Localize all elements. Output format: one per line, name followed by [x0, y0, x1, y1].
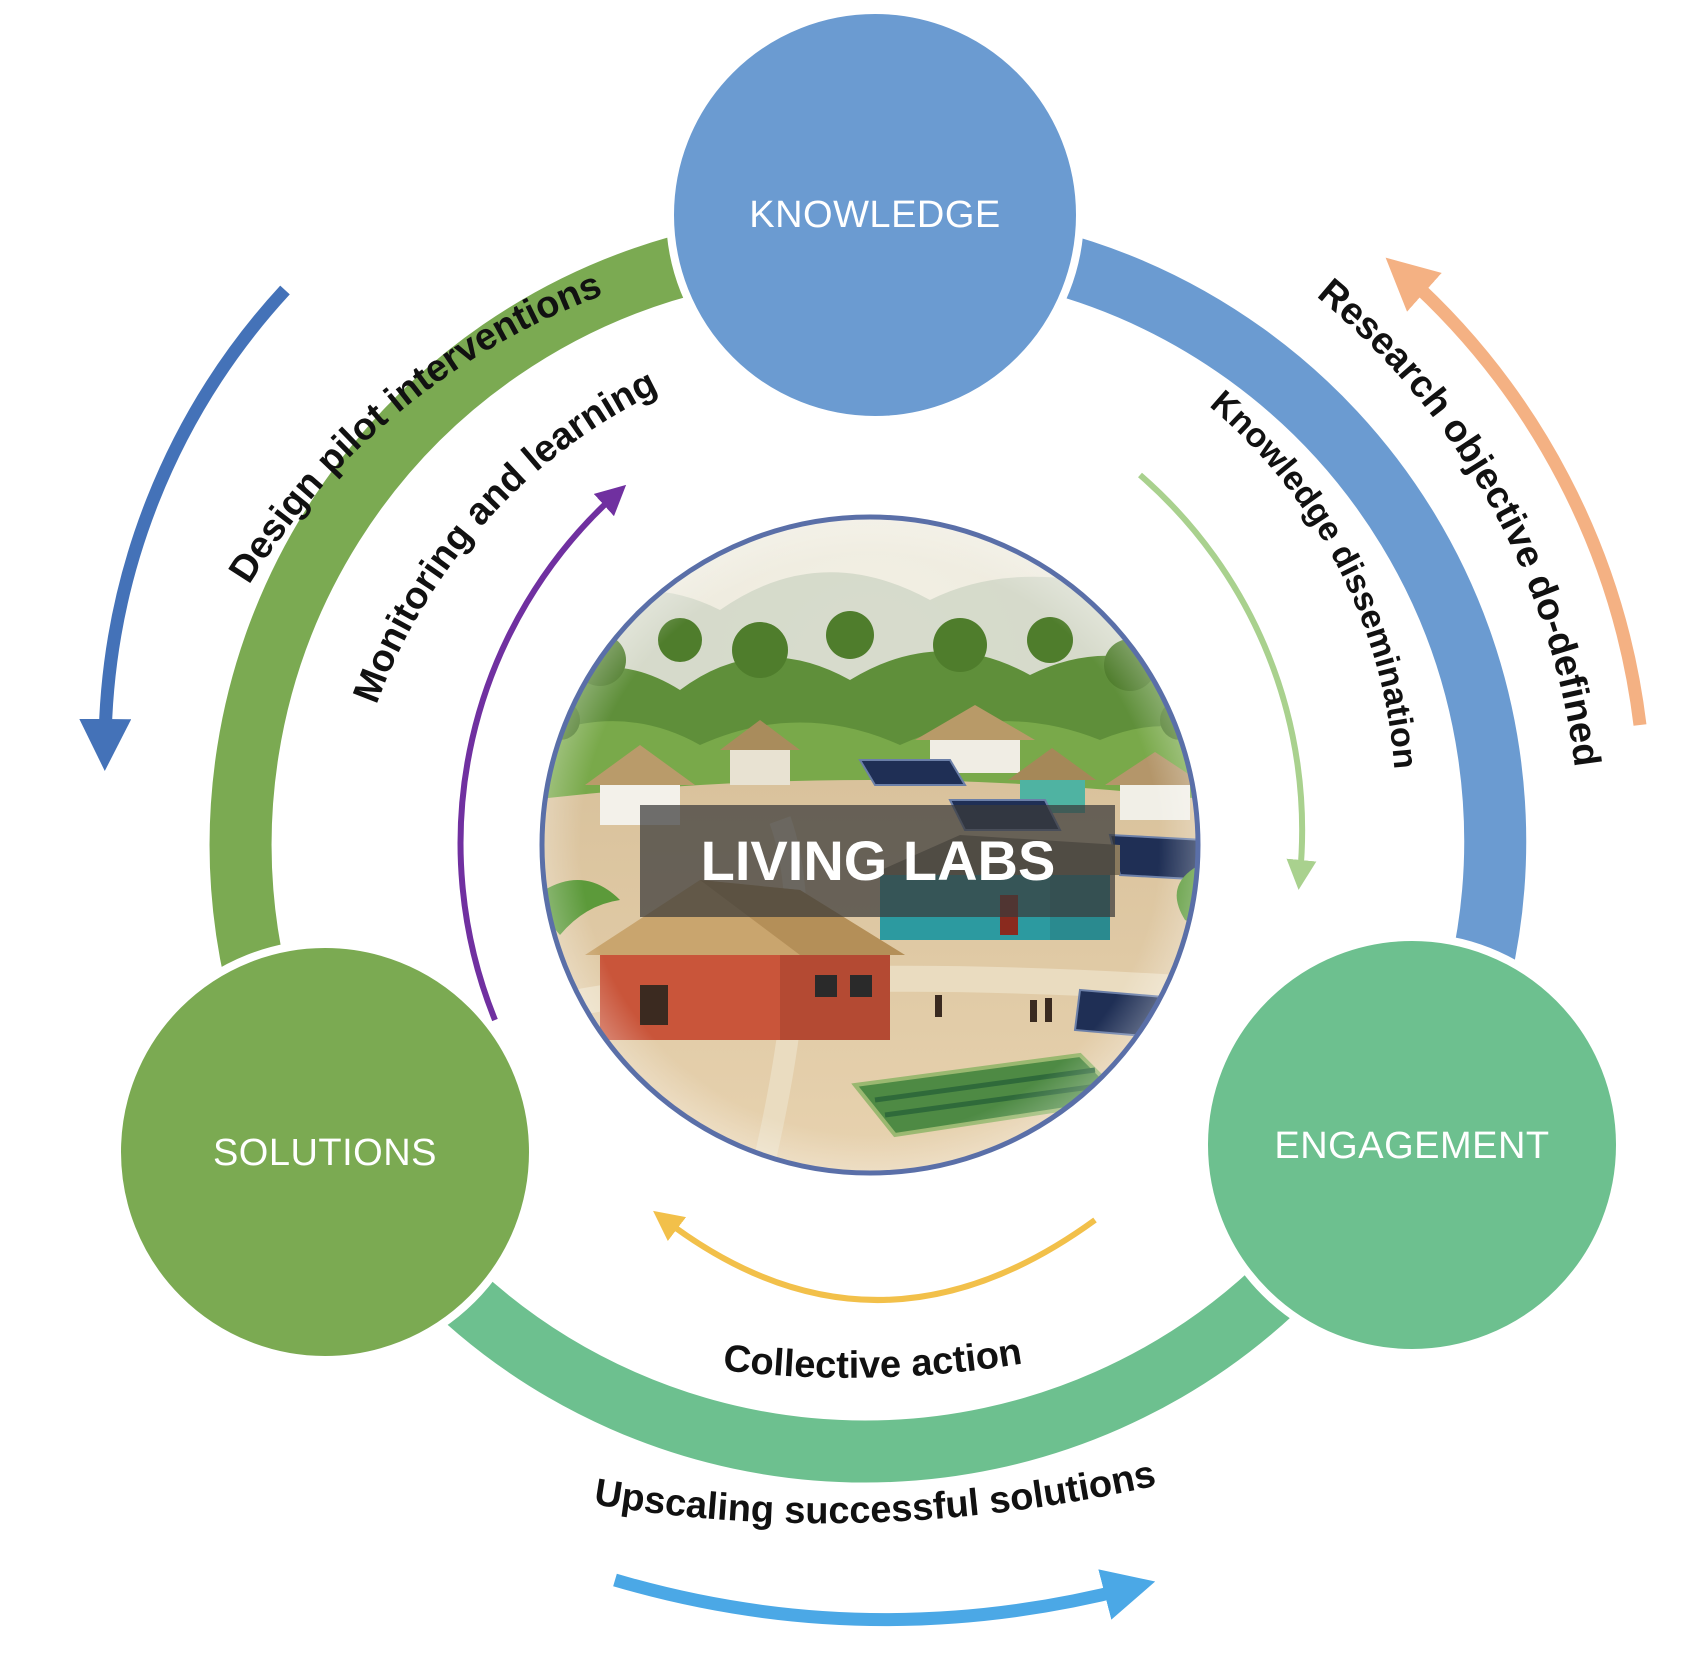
node-knowledge: KNOWLEDGE: [666, 6, 1084, 424]
ring-segment-solutions-knowledge: [209, 229, 713, 982]
ring-segment-engagement-solutions: [412, 1248, 1318, 1483]
design-pilot-arrow: [79, 285, 290, 771]
collective-action-arrow: [653, 1210, 1097, 1303]
living-labs-title: LIVING LABS: [701, 829, 1056, 892]
node-engagement: ENGAGEMENT: [1200, 933, 1624, 1357]
living-labs-banner: [640, 805, 1115, 917]
research-objective-arrow: [1385, 257, 1647, 726]
upscaling-arrow: [613, 1569, 1156, 1627]
collective-action-label: Collective action: [721, 1331, 1024, 1387]
center-illustration: LIVING LABS: [539, 514, 1201, 1176]
knowledge-dissemination-arrow: [1138, 472, 1317, 890]
flow-arrows: [79, 257, 1647, 1627]
engagement-label: ENGAGEMENT: [1274, 1125, 1549, 1167]
monitoring-arrow: [457, 484, 627, 1022]
knowledge-label: KNOWLEDGE: [749, 194, 1001, 236]
main-ring: [209, 229, 1527, 1483]
ring-segment-knowledge-engagement: [1037, 229, 1527, 982]
solutions-label: SOLUTIONS: [213, 1132, 437, 1174]
node-solutions: SOLUTIONS: [113, 940, 537, 1364]
